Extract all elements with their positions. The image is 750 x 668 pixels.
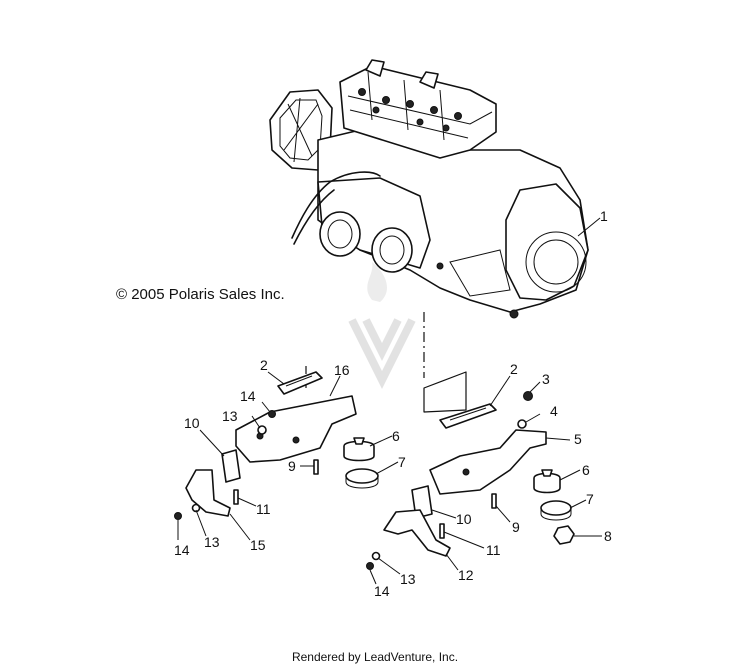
copyright-notice: © 2005 Polaris Sales Inc.	[116, 286, 285, 303]
bolt-right-11	[439, 523, 445, 539]
callout-6: 6	[582, 462, 590, 478]
bracket-right-5	[429, 429, 547, 495]
leader-lines	[177, 217, 602, 585]
callout-13: 13	[204, 534, 220, 550]
bolt-right-9	[491, 493, 497, 509]
bolt-left-11	[233, 489, 239, 505]
bolt-left-9	[313, 459, 319, 475]
callout-14: 14	[240, 388, 256, 404]
callout-13: 13	[222, 408, 238, 424]
callout-12: 12	[458, 567, 474, 583]
callout-10: 10	[184, 415, 200, 431]
center-guide	[305, 312, 467, 413]
callout-14: 14	[174, 542, 190, 558]
nut-right-3	[523, 391, 533, 401]
callout-1: 1	[600, 208, 608, 224]
bracket-right-12	[383, 509, 451, 557]
callout-14: 14	[374, 583, 390, 599]
engine-assembly	[269, 59, 589, 319]
callout-4: 4	[550, 403, 558, 419]
mount-left-10	[221, 449, 241, 483]
callout-11: 11	[256, 501, 271, 517]
spacer-right-7	[540, 500, 572, 521]
watermark-logo	[348, 262, 416, 389]
callout-3: 3	[542, 371, 550, 387]
damper-right-6	[533, 469, 561, 494]
footer-credit: Rendered by LeadVenture, Inc.	[291, 650, 459, 664]
callouts: 1 2 2 3 4 5 6 6 7 7 8 9 9 10 10 11 11 12…	[174, 208, 612, 599]
callout-16: 16	[334, 362, 350, 378]
strap-left	[277, 371, 323, 395]
callout-9: 9	[288, 458, 296, 474]
callout-13: 13	[400, 571, 416, 587]
callout-8: 8	[604, 528, 612, 544]
spacer-left-7	[345, 468, 379, 489]
callout-5: 5	[574, 431, 582, 447]
washer-left-13b	[191, 503, 201, 513]
bracket-left-16	[235, 395, 357, 463]
callout-11: 11	[486, 542, 501, 558]
callout-7: 7	[398, 454, 406, 470]
nut-right-8	[553, 525, 575, 545]
callout-2: 2	[510, 361, 518, 377]
washer-right-4	[517, 419, 527, 429]
callout-2: 2	[260, 357, 268, 373]
callout-9: 9	[512, 519, 520, 535]
callout-10: 10	[456, 511, 472, 527]
callout-6: 6	[392, 428, 400, 444]
strap-right	[439, 403, 497, 429]
nut-right-14	[366, 562, 374, 570]
damper-left-6	[343, 437, 375, 462]
washer-right-13	[371, 551, 381, 561]
nut-left-14b	[174, 512, 182, 520]
nut-left-14a	[268, 410, 276, 418]
callout-15: 15	[250, 537, 266, 553]
callout-7: 7	[586, 491, 594, 507]
